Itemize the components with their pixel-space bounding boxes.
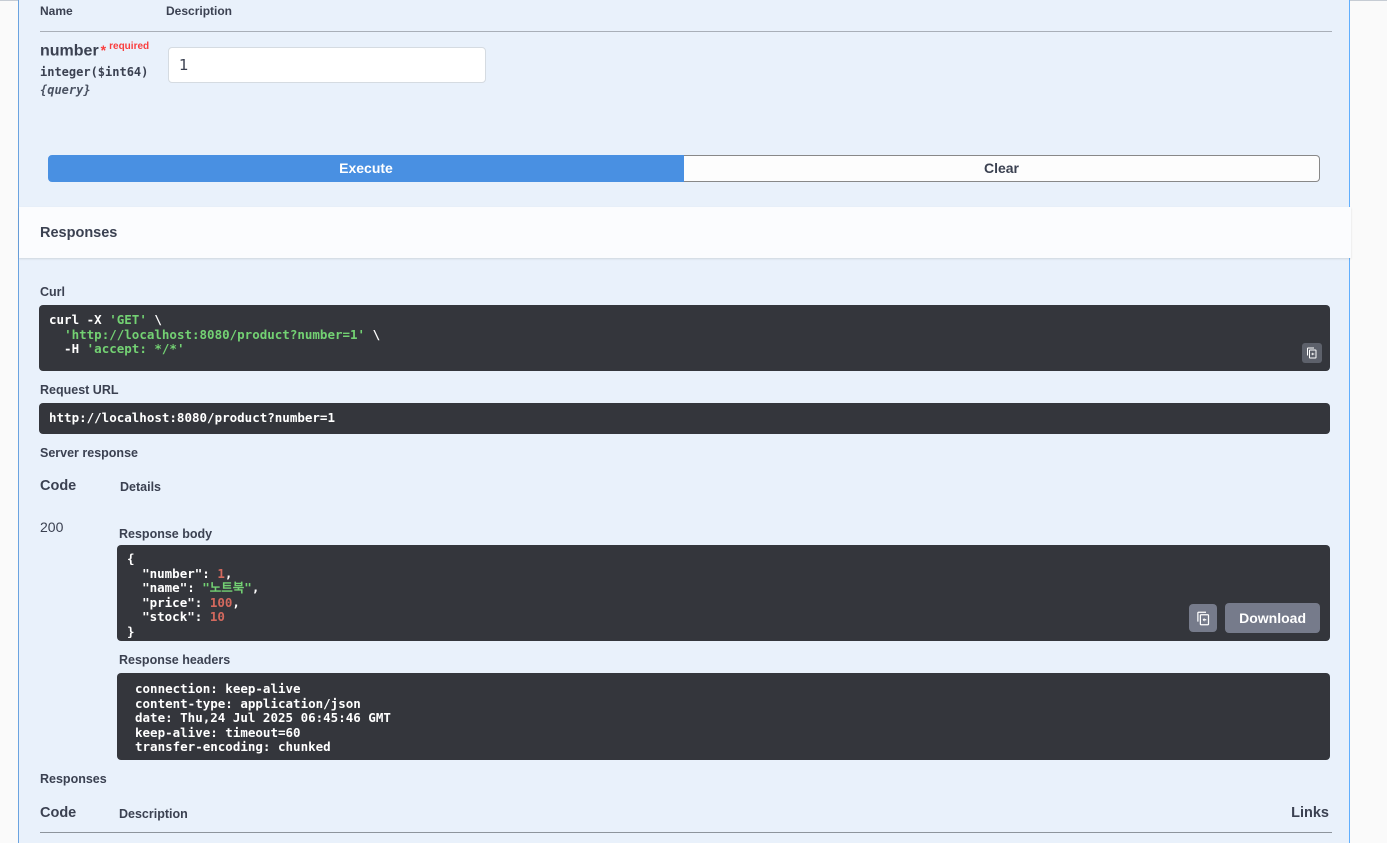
documented-col-code: Code [40, 805, 77, 821]
json-key: "name" [142, 580, 188, 595]
clipboard-copy-icon [1196, 611, 1209, 625]
execute-wrapper: Execute Clear [48, 155, 1320, 182]
json-sep: : [187, 580, 203, 595]
parameter-type: integer($int64) [40, 65, 149, 79]
json-number-value: 1 [217, 565, 225, 581]
parameter-location: {query} [40, 83, 91, 97]
response-body-block: { "number": 1, "name": "노트북", "price": 1… [117, 545, 1330, 641]
parameter-value-input[interactable] [168, 47, 486, 83]
server-response-col-code: Code [40, 478, 77, 494]
curl-line2-cont: \ [365, 326, 381, 342]
response-headers-label: Response headers [119, 653, 231, 667]
response-header-line: content-type: application/json [135, 695, 361, 711]
parameters-col-name: Name [40, 4, 73, 18]
curl-line2-url: 'http://localhost:8080/product?number=1' [64, 326, 366, 342]
request-url-block: http://localhost:8080/product?number=1 [39, 403, 1330, 434]
response-body-copy-button[interactable] [1189, 604, 1218, 632]
clipboard-copy-icon [1307, 347, 1317, 359]
json-sep: : [194, 609, 210, 624]
json-comma: , [232, 594, 240, 610]
download-button[interactable]: Download [1225, 603, 1320, 633]
response-header-line: date: Thu,24 Jul 2025 06:45:46 GMT [135, 710, 391, 725]
curl-line2-indent [49, 327, 64, 342]
documented-responses-label: Responses [40, 772, 107, 786]
request-url-value: http://localhost:8080/product?number=1 [49, 410, 335, 425]
curl-line1-cont: \ [146, 312, 162, 327]
response-header-line: connection: keep-alive [135, 681, 301, 696]
status-code: 200 [40, 519, 64, 535]
documented-col-links: Links [1291, 805, 1329, 821]
get-operation-block: Name Description number*required integer… [18, 0, 1351, 843]
json-key: "stock" [142, 609, 195, 624]
json-number-value: 10 [209, 609, 225, 624]
json-key: "number" [142, 565, 203, 581]
json-sep: : [202, 565, 218, 581]
curl-label: Curl [40, 285, 65, 299]
curl-copy-button[interactable] [1302, 343, 1322, 363]
json-comma: , [224, 565, 233, 581]
request-url-label: Request URL [40, 383, 119, 397]
responses-section-header: Responses [19, 207, 1351, 258]
curl-command-block: curl -X 'GET' \ 'http://localhost:8080/p… [39, 305, 1330, 371]
documented-col-description: Description [119, 807, 188, 821]
required-label: required [109, 41, 150, 52]
json-number-value: 100 [209, 594, 233, 610]
response-header-line: transfer-encoding: chunked [135, 739, 331, 754]
server-response-label: Server response [40, 446, 138, 460]
json-sep: : [194, 594, 210, 610]
curl-line3-flag: -H [49, 341, 87, 356]
json-comma: , [251, 580, 260, 595]
required-star: * [100, 42, 107, 59]
execute-button[interactable]: Execute [48, 155, 684, 182]
documented-responses-divider [40, 832, 1332, 833]
curl-line1-method: 'GET' [109, 312, 147, 327]
curl-line1-cmd: curl -X [49, 312, 110, 327]
json-key: "price" [142, 594, 195, 610]
parameters-col-description: Description [166, 4, 233, 18]
responses-section-title: Responses [40, 224, 118, 241]
parameters-header-divider [40, 31, 1332, 32]
json-string-value: "노트북" [202, 580, 252, 595]
parameter-name: number [40, 42, 99, 60]
curl-line3-header: 'accept: */*' [86, 341, 185, 356]
clear-button[interactable]: Clear [684, 155, 1320, 182]
json-open-brace: { [127, 551, 135, 566]
response-header-line: keep-alive: timeout=60 [135, 724, 301, 740]
json-close-brace: } [127, 623, 135, 639]
parameter-name-cell: number*required [40, 41, 149, 60]
response-headers-block: connection: keep-alive content-type: app… [117, 673, 1330, 760]
response-body-label: Response body [119, 527, 213, 541]
server-response-col-details: Details [120, 480, 161, 494]
